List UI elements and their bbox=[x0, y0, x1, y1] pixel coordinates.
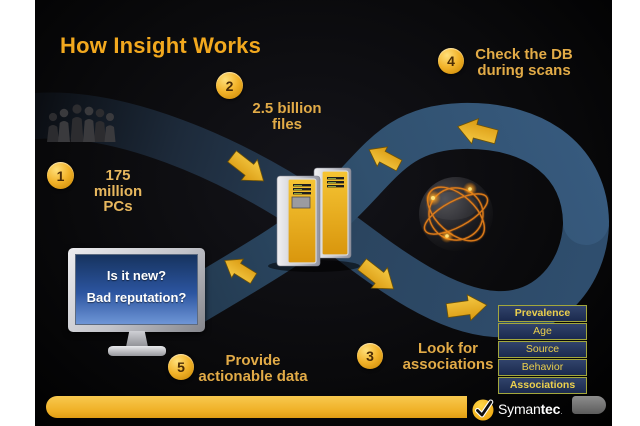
step-label-2: 2.5 billion files bbox=[252, 100, 322, 133]
screen-question-1: Is it new? bbox=[106, 268, 167, 283]
step-label-4: Check the DB during scans bbox=[475, 46, 573, 79]
arrow-icon bbox=[224, 258, 258, 285]
symantec-logo: Symantec. bbox=[471, 397, 562, 421]
screen-question-2: Bad reputation? bbox=[86, 290, 187, 305]
arrow-icon bbox=[457, 118, 499, 145]
insight-diagram-scene bbox=[35, 92, 609, 338]
monitor-icon: Is it new? Bad reputation? bbox=[68, 248, 205, 332]
logo-wordmark: Symantec. bbox=[498, 401, 563, 417]
step-badge-1: 1 bbox=[47, 162, 74, 189]
footer-accent-bar bbox=[46, 396, 467, 418]
globe-icon bbox=[419, 177, 493, 251]
table-row-source: Source bbox=[498, 341, 587, 358]
step-badge-2: 2 bbox=[216, 72, 243, 99]
users-icon bbox=[47, 104, 116, 142]
arrow-icon bbox=[368, 146, 403, 172]
table-row-behavior: Behavior bbox=[498, 359, 587, 376]
attribute-table: Prevalence Age Source Behavior Associati… bbox=[498, 305, 587, 395]
table-row-age: Age bbox=[498, 323, 587, 340]
step-badge-4: 4 bbox=[438, 48, 464, 74]
step-label-5: Provide actionable data bbox=[198, 352, 308, 385]
page-title: How Insight Works bbox=[60, 33, 262, 58]
server-icon bbox=[268, 167, 360, 272]
monitor-screen: Is it new? Bad reputation? bbox=[75, 254, 198, 325]
table-row-associations: Associations bbox=[498, 377, 587, 394]
table-row-prevalence: Prevalence bbox=[498, 305, 587, 322]
arrow-icon bbox=[227, 150, 265, 182]
step-badge-3: 3 bbox=[357, 343, 383, 369]
check-icon bbox=[472, 399, 494, 421]
step-badge-5: 5 bbox=[168, 354, 194, 380]
arrow-icon bbox=[445, 293, 488, 322]
monitor-stand-base bbox=[108, 346, 166, 356]
step-label-1: 175 million PCs bbox=[93, 167, 143, 215]
footer-gray-tab bbox=[572, 396, 606, 414]
flow-arrow-icons bbox=[224, 118, 499, 322]
step-label-3: Look for associations bbox=[402, 340, 494, 373]
arrow-icon bbox=[357, 258, 395, 290]
infinity-ribbon-icon bbox=[35, 92, 609, 338]
monitor-stand-neck bbox=[126, 331, 148, 347]
